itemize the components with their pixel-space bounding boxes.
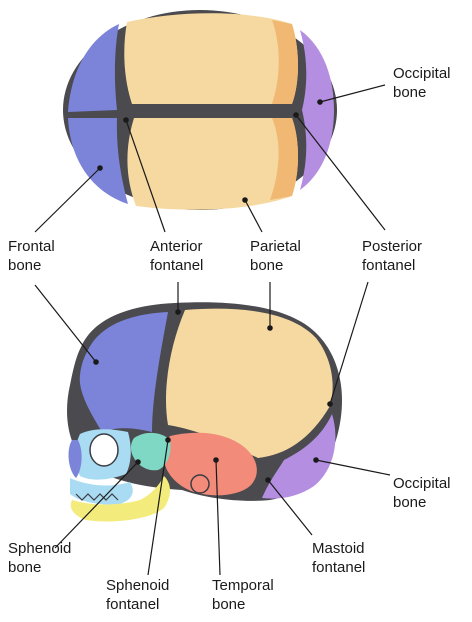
side-sphenoid-bone bbox=[130, 432, 171, 471]
label-sphenoid-fontanel: Sphenoid fontanel bbox=[106, 577, 174, 613]
top-occipital-bone bbox=[300, 30, 334, 190]
side-temporal-bone bbox=[163, 432, 257, 496]
leader-temporal bbox=[215, 459, 221, 576]
leader-anterior bbox=[125, 119, 166, 233]
dot-posterior bbox=[293, 112, 299, 118]
side-occipital-bone bbox=[262, 414, 336, 499]
dot-anterior-side bbox=[175, 309, 181, 315]
top-parietal-shade-upper bbox=[272, 20, 298, 104]
dot-sphenoid-fontanel bbox=[165, 437, 171, 443]
dot-parietal-side bbox=[267, 325, 273, 331]
side-parietal-bone bbox=[165, 308, 333, 458]
top-parietal-bone-upper bbox=[124, 13, 298, 104]
label-occipital-side: Occipital bone bbox=[393, 475, 455, 511]
top-frontal-bone-upper bbox=[68, 24, 119, 112]
leader-mastoid bbox=[267, 479, 313, 536]
leader-posterior bbox=[295, 114, 386, 231]
dot-posterior-side bbox=[327, 401, 333, 407]
label-parietal-bone: Parietal bone bbox=[250, 238, 305, 274]
dot-parietal bbox=[242, 197, 248, 203]
dot-frontal-side bbox=[93, 359, 99, 365]
top-parietal-bone-lower bbox=[127, 118, 298, 210]
dot-sphenoid-bone bbox=[135, 459, 141, 465]
leader-occipital-top bbox=[319, 84, 386, 103]
side-ear-opening bbox=[190, 474, 210, 494]
leader-sphenoid-fontanel bbox=[147, 439, 169, 576]
label-occipital-top: Occipital bone bbox=[393, 65, 455, 101]
top-parietal-shade-lower bbox=[270, 118, 298, 200]
dot-mastoid bbox=[265, 477, 271, 483]
dot-temporal bbox=[213, 457, 219, 463]
labels: Occipital bone Frontal bone Anterior fon… bbox=[8, 65, 455, 613]
leader-sphenoid-bone bbox=[54, 461, 139, 549]
label-anterior-fontanel: Anterior fontanel bbox=[150, 238, 207, 274]
leader-posterior-side bbox=[329, 281, 369, 405]
side-mandible bbox=[70, 476, 170, 522]
leader-frontal-side bbox=[34, 284, 97, 363]
label-posterior-fontanel: Posterior fontanel bbox=[362, 238, 426, 274]
dot-occipital-top bbox=[317, 99, 323, 105]
label-temporal-bone: Temporal bone bbox=[212, 577, 278, 613]
label-mastoid-fontanel: Mastoid fontanel bbox=[312, 540, 369, 576]
top-frontal-bone-lower bbox=[68, 118, 128, 204]
dot-anterior bbox=[123, 117, 129, 123]
side-maxilla bbox=[70, 478, 133, 505]
side-teeth bbox=[75, 493, 119, 501]
skull-top-view bbox=[34, 10, 386, 233]
label-frontal-bone: Frontal bone bbox=[8, 238, 59, 274]
leader-occipital-side bbox=[315, 459, 391, 476]
side-frontal-bone bbox=[79, 312, 168, 432]
leader-frontal bbox=[34, 167, 101, 233]
leader-parietal bbox=[244, 199, 263, 233]
dot-occipital-side bbox=[313, 457, 319, 463]
side-orbit bbox=[89, 433, 119, 467]
dot-frontal-top bbox=[97, 165, 103, 171]
skull-side-view bbox=[34, 281, 391, 576]
label-sphenoid-bone: Sphenoid bone bbox=[8, 540, 76, 576]
side-nasal bbox=[68, 440, 82, 478]
